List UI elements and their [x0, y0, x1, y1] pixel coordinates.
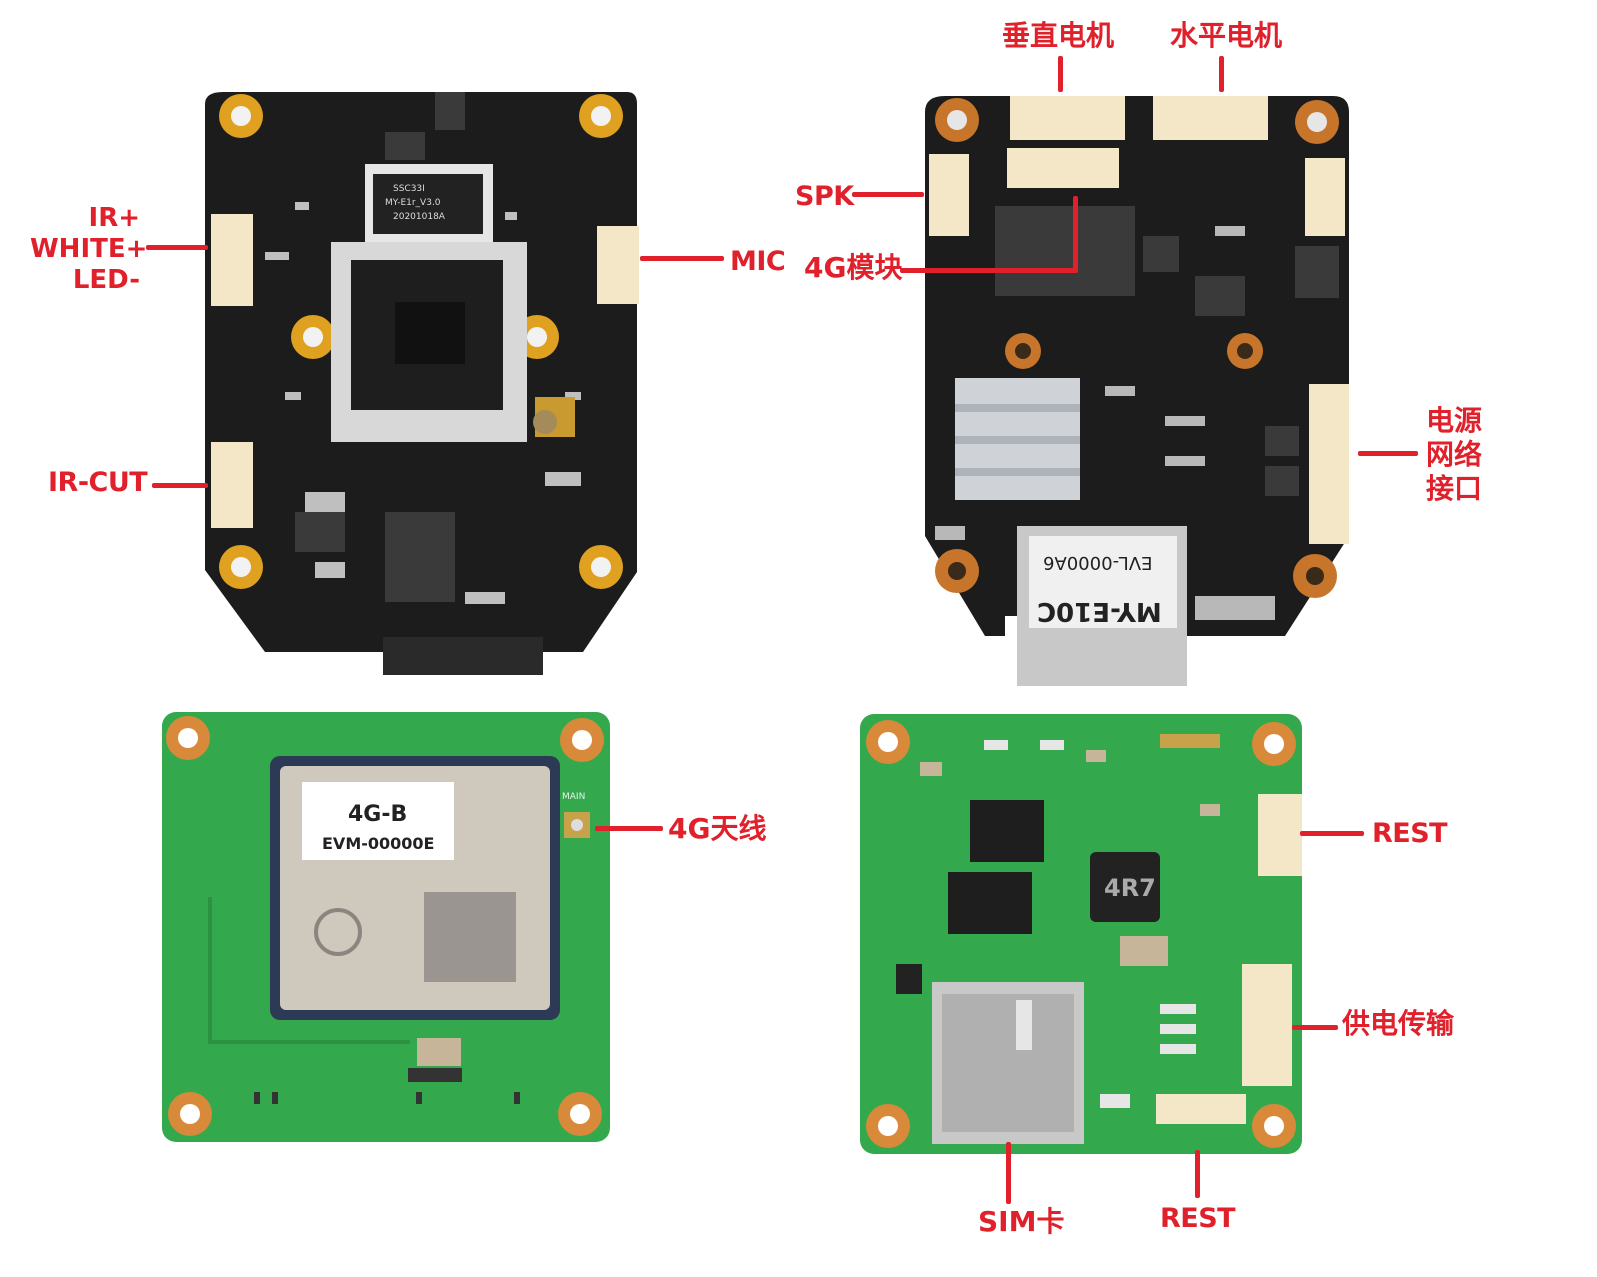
- camera-main-board: SSC33I MY-E1r_V3.0 20201018A: [205, 92, 645, 677]
- white-plus-label: WHITE+: [30, 234, 148, 264]
- ptz-back-board: MY-E10C EVL-0000A6: [925, 96, 1355, 691]
- power-network-label: 电源 网络 接口: [1422, 404, 1486, 506]
- ir-cut-label: IR-CUT: [48, 467, 148, 498]
- rest-top-label: REST: [1372, 818, 1448, 849]
- horizontal-motor-pointer: [1219, 56, 1224, 92]
- spk-pointer: [852, 192, 924, 197]
- spk-label: SPK: [795, 181, 854, 212]
- 4g-antenna-label: 4G天线: [668, 812, 767, 845]
- vertical-motor-label: 垂直电机: [1002, 19, 1115, 52]
- 4g-module-pointer-v: [1073, 196, 1078, 273]
- led-minus-label: LED-: [72, 265, 140, 295]
- power-transfer-label: 供电传输: [1342, 1007, 1455, 1040]
- main-chip-label-3: 20201018A: [393, 212, 445, 222]
- 4g-module-board: 4G-B EVM-00000E MAIN: [162, 712, 612, 1144]
- mic-label: MIC: [730, 246, 786, 277]
- mic-pointer: [640, 256, 724, 261]
- sim-card-label: SIM卡: [978, 1205, 1065, 1238]
- module-label-1: 4G-B: [348, 802, 408, 827]
- ir-white-led-label: IR+ WHITE+ LED-: [30, 203, 148, 296]
- power-network-label-1: 电源: [1425, 404, 1482, 437]
- rest-top-pointer: [1300, 831, 1364, 836]
- sim-card-pointer: [1006, 1142, 1011, 1204]
- 4g-antenna-pointer: [595, 826, 663, 831]
- power-network-pointer: [1358, 451, 1418, 456]
- module-label-2: EVM-00000E: [322, 834, 435, 853]
- 4g-carrier-board: 4R7: [860, 714, 1305, 1159]
- vertical-motor-pointer: [1058, 56, 1063, 92]
- ir-cut-pointer: [152, 483, 208, 488]
- rest-bottom-pointer: [1195, 1150, 1200, 1198]
- main-chip-label-2: MY-E1r_V3.0: [385, 198, 441, 208]
- rest-bottom-label: REST: [1160, 1203, 1236, 1234]
- sd-label-1: MY-E10C: [1037, 596, 1162, 626]
- ir-white-led-pointer: [146, 245, 208, 250]
- power-network-label-3: 接口: [1425, 472, 1482, 505]
- main-chip-label-1: SSC33I: [393, 184, 425, 194]
- 4g-module-pointer-h: [900, 268, 1078, 273]
- power-network-label-2: 网络: [1425, 438, 1482, 471]
- sd-label-2: EVL-0000A6: [1043, 552, 1153, 573]
- main-antenna-label: MAIN: [562, 792, 586, 802]
- inductor-label: 4R7: [1104, 874, 1156, 902]
- power-transfer-pointer: [1292, 1025, 1338, 1030]
- ir-plus-label: IR+: [88, 203, 140, 233]
- horizontal-motor-label: 水平电机: [1170, 19, 1283, 52]
- 4g-module-label: 4G模块: [804, 251, 903, 284]
